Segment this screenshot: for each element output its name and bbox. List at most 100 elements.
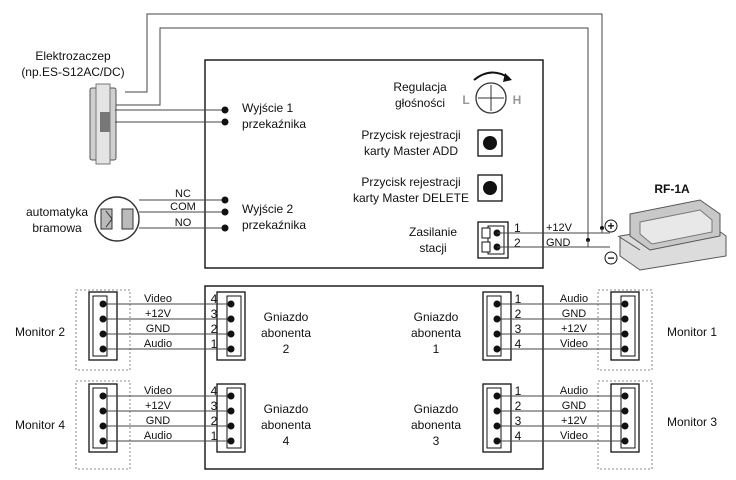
socket-connector-inner — [486, 387, 502, 449]
signal-label: +12V — [145, 400, 172, 412]
socket-pin — [493, 437, 501, 445]
socket-pin — [493, 407, 501, 415]
signal-label: Video — [144, 293, 172, 305]
monitor-connector-inner — [92, 387, 108, 449]
pin-number: 3 — [515, 322, 522, 336]
relay1-label-2: przekaźnika — [242, 117, 306, 131]
volume-high-label: H — [513, 93, 522, 107]
master-add-label-1: Przycisk rejestracji — [361, 128, 460, 142]
psu-name: RF-1A — [654, 182, 690, 196]
pin-number: 4 — [211, 384, 218, 398]
monitor-pin — [621, 422, 629, 430]
monitor-4-label: Monitor 4 — [15, 418, 65, 432]
monitor-1-label: Monitor 1 — [667, 325, 717, 339]
signal-label: +12V — [145, 308, 172, 320]
psu-minus-label: − — [607, 251, 614, 265]
pin-number: 1 — [515, 384, 522, 398]
monitor-4-frame — [75, 380, 131, 470]
socket-pin — [493, 300, 501, 308]
master-delete-button — [477, 174, 503, 202]
socket-2-label-3: 2 — [283, 342, 290, 356]
relay2-terminal — [221, 208, 229, 216]
power-label-1: Zasilanie — [409, 225, 457, 239]
gate-automation-icon — [94, 196, 140, 242]
socket-pin — [227, 392, 235, 400]
signal-label: GND — [146, 323, 171, 335]
signal-label: Audio — [144, 430, 172, 442]
relay2-terminal — [221, 224, 229, 232]
pin-number: 4 — [211, 292, 218, 306]
monitor-connector-inner — [620, 295, 636, 357]
volume-label-2: głośności — [395, 96, 445, 110]
monitor-pin — [99, 437, 107, 445]
relay2-com-label: COM — [170, 201, 196, 213]
pin-number: 3 — [211, 307, 218, 321]
socket-2-label-1: Gniazdo — [264, 310, 309, 324]
relay2-no-label: NO — [175, 217, 192, 229]
volume-low-label: L — [462, 93, 469, 107]
power-signal-plus: +12V — [546, 222, 573, 234]
psu-plus-label: + — [607, 219, 614, 233]
relay1-terminal — [221, 106, 229, 114]
pin-number: 2 — [211, 414, 218, 428]
relay1-terminal — [221, 118, 229, 126]
signal-label: +12V — [561, 415, 588, 427]
monitor-pin — [621, 392, 629, 400]
relay2-label-1: Wyjście 2 — [242, 202, 294, 216]
pin-number: 2 — [211, 322, 218, 336]
socket-1-label-1: Gniazdo — [414, 310, 459, 324]
strike-model: (np.ES-S12AC/DC) — [21, 65, 124, 79]
socket-pin — [493, 330, 501, 338]
master-delete-label-1: Przycisk rejestracji — [361, 175, 460, 189]
master-delete-label-2: karty Master DELETE — [353, 191, 469, 205]
monitor-pin — [621, 300, 629, 308]
signal-label: Video — [144, 385, 172, 397]
signal-label: +12V — [561, 323, 588, 335]
master-add-button — [477, 129, 503, 157]
relay2-terminal — [221, 196, 229, 204]
pin-number: 2 — [515, 399, 522, 413]
socket-3-label-1: Gniazdo — [414, 402, 459, 416]
monitor-pin — [621, 437, 629, 445]
signal-label: GND — [562, 400, 587, 412]
pin-number: 1 — [515, 292, 522, 306]
relay2-nc-label: NC — [175, 188, 191, 200]
master-add-label-2: karty Master ADD — [364, 144, 458, 158]
gate-label-2: bramowa — [32, 221, 82, 235]
monitor-pin — [99, 330, 107, 338]
socket-1-label-3: 1 — [433, 342, 440, 356]
monitor-2-frame — [75, 289, 131, 371]
socket-2-label-2: abonenta — [261, 326, 311, 340]
socket-pin — [227, 300, 235, 308]
socket-4-label-2: abonenta — [261, 418, 311, 432]
power-pin-1: 1 — [514, 221, 521, 235]
socket-pin — [227, 437, 235, 445]
psu-minus-terminal — [604, 251, 618, 265]
socket-connector-inner — [226, 295, 242, 357]
signal-label: Audio — [560, 293, 588, 305]
power-signal-gnd: GND — [546, 237, 571, 249]
socket-pin — [227, 315, 235, 323]
pin-number: 3 — [515, 414, 522, 428]
power-label-2: stacji — [419, 241, 446, 255]
pin-number: 1 — [211, 337, 218, 351]
monitor-connector-inner — [92, 295, 108, 357]
pin-number: 3 — [211, 399, 218, 413]
strike-title: Elektrozaczep — [35, 49, 111, 63]
monitor-pin — [99, 315, 107, 323]
pin-number: 2 — [515, 307, 522, 321]
socket-connector-inner — [486, 295, 502, 357]
signal-label: Video — [560, 430, 588, 442]
pin-number: 4 — [515, 429, 522, 443]
monitor-pin — [99, 407, 107, 415]
socket-4-label-3: 4 — [283, 434, 290, 448]
relay2-label-2: przekaźnika — [242, 218, 306, 232]
signal-label: GND — [562, 308, 587, 320]
volume-label-1: Regulacja — [393, 80, 447, 94]
socket-4-label-1: Gniazdo — [264, 402, 309, 416]
monitor-3-frame — [597, 380, 653, 470]
monitor-pin — [99, 345, 107, 353]
socket-1-label-2: abonenta — [411, 326, 461, 340]
socket-pin — [227, 330, 235, 338]
